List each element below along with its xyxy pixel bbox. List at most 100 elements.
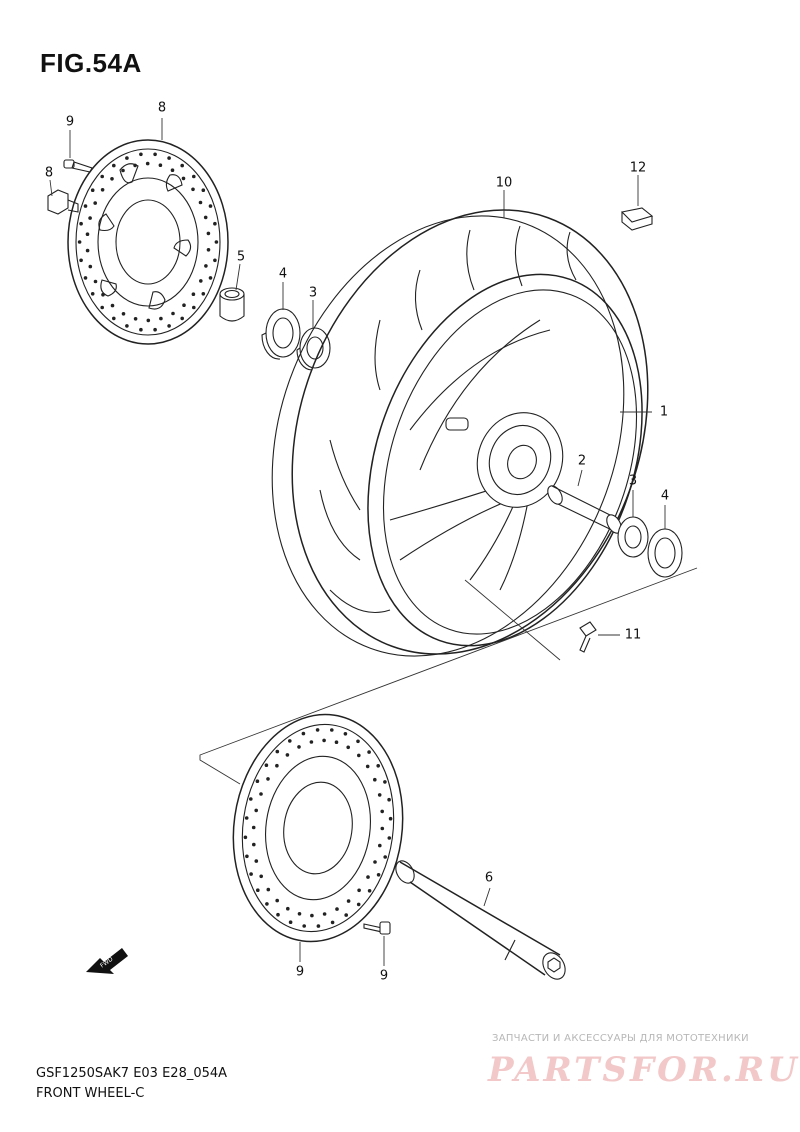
- watermark-tagline: ЗАПЧАСТИ И АКСЕССУАРЫ ДЛЯ МОТОТЕХНИКИ: [492, 1033, 749, 1044]
- disc-hole: [153, 152, 157, 157]
- disc-hole: [335, 907, 339, 911]
- part-label-1: 1: [659, 404, 669, 420]
- disc-hole: [334, 740, 339, 744]
- watermark-logo: PARTSFOR.RU: [488, 1050, 800, 1090]
- disc-hole: [83, 204, 88, 208]
- disc-hole: [254, 859, 259, 863]
- disc-hole: [192, 305, 196, 310]
- hex-nut: [47, 189, 79, 215]
- disc-hole: [275, 749, 280, 754]
- disc-hole: [275, 898, 280, 903]
- part-label-12: 12: [629, 160, 647, 176]
- wheel-spacer: [219, 287, 245, 322]
- disc-hole: [356, 902, 361, 907]
- disc-hole: [93, 279, 98, 284]
- disc-hole: [153, 327, 157, 332]
- disc-hole: [145, 161, 150, 166]
- disc-hole: [214, 240, 219, 244]
- disc-hole: [373, 860, 377, 864]
- disc-hole: [192, 174, 196, 179]
- part-label-5: 5: [236, 249, 246, 265]
- disc-hole: [288, 739, 292, 743]
- disc-hole: [203, 215, 208, 220]
- disc-hole: [88, 264, 93, 269]
- disc-bolt-lower: [363, 921, 391, 935]
- disc-hole: [376, 873, 381, 877]
- oil-seal-lower: [647, 528, 683, 578]
- disc-hole: [255, 779, 260, 783]
- part-label-10: 10: [495, 175, 513, 191]
- disc-hole: [366, 875, 370, 879]
- disc-hole: [125, 156, 129, 160]
- disc-hole: [266, 887, 271, 892]
- bearing-upper: [296, 327, 331, 371]
- disc-hole: [383, 780, 387, 784]
- disc-hole: [302, 924, 307, 928]
- disc-hole: [182, 303, 186, 308]
- disc-hole: [213, 258, 217, 263]
- disc-hole: [110, 303, 115, 308]
- disc-hole: [199, 279, 203, 283]
- disc-hole: [180, 163, 184, 168]
- brake-disc-lower: [232, 713, 404, 943]
- disc-hole: [330, 920, 335, 925]
- disc-hole: [249, 872, 253, 876]
- model-code: GSF1250SAK7 E03 E28_054A: [36, 1066, 228, 1081]
- part-label-4-upper: 4: [278, 266, 288, 282]
- disc-hole: [191, 187, 195, 192]
- disc-hole: [264, 763, 269, 767]
- disc-hole: [357, 888, 361, 893]
- disc-hole: [181, 176, 186, 181]
- disc-hole: [309, 740, 314, 744]
- disc-hole: [139, 327, 143, 332]
- disc-hole: [90, 188, 95, 192]
- disc-hole: [93, 201, 97, 205]
- disc-hole: [121, 168, 125, 173]
- disc-hole: [170, 168, 175, 172]
- disc-hole: [259, 874, 264, 879]
- disc-hole: [297, 745, 301, 749]
- disc-hole: [276, 912, 280, 917]
- part-label-3-upper: 3: [308, 285, 318, 301]
- disc-hole: [373, 777, 377, 782]
- disc-bolt-upper: [63, 159, 93, 173]
- leader-lines: [49, 118, 666, 966]
- disc-hole: [244, 816, 249, 820]
- disc-hole: [158, 163, 163, 167]
- disc-hole: [112, 316, 116, 321]
- disc-hole: [88, 216, 92, 220]
- part-label-7: 8: [44, 165, 54, 181]
- disc-hole: [159, 316, 163, 321]
- disc-hole: [251, 825, 256, 830]
- disc-hole: [245, 854, 249, 859]
- disc-hole: [330, 728, 334, 732]
- disc-hole: [213, 221, 217, 226]
- disc-hole: [83, 276, 88, 280]
- disc-hole: [167, 156, 171, 160]
- part-label-2: 2: [577, 453, 587, 469]
- disc-hole: [367, 889, 372, 893]
- disc-hole: [343, 732, 348, 736]
- disc-hole: [383, 855, 388, 859]
- disc-hole: [125, 324, 129, 328]
- disc-hole: [322, 912, 327, 916]
- disc-hole: [191, 292, 196, 297]
- disc-hole: [90, 292, 95, 296]
- disc-hole: [288, 920, 293, 924]
- disc-hole: [100, 174, 104, 179]
- disc-hole: [133, 317, 138, 321]
- disc-hole: [249, 797, 253, 801]
- disc-hole: [380, 826, 385, 831]
- disc-hole: [377, 793, 382, 797]
- part-label-9-upper: 9: [65, 114, 75, 130]
- disc-hole: [346, 899, 351, 903]
- axle-spacer: [547, 485, 622, 534]
- disc-hole: [254, 808, 258, 813]
- disc-hole: [208, 204, 213, 208]
- bearing-lower: [617, 516, 649, 558]
- disc-hole: [85, 232, 90, 236]
- disc-hole: [201, 292, 206, 296]
- disc-hole: [206, 231, 211, 236]
- figure-title: FIG.54A: [40, 48, 142, 78]
